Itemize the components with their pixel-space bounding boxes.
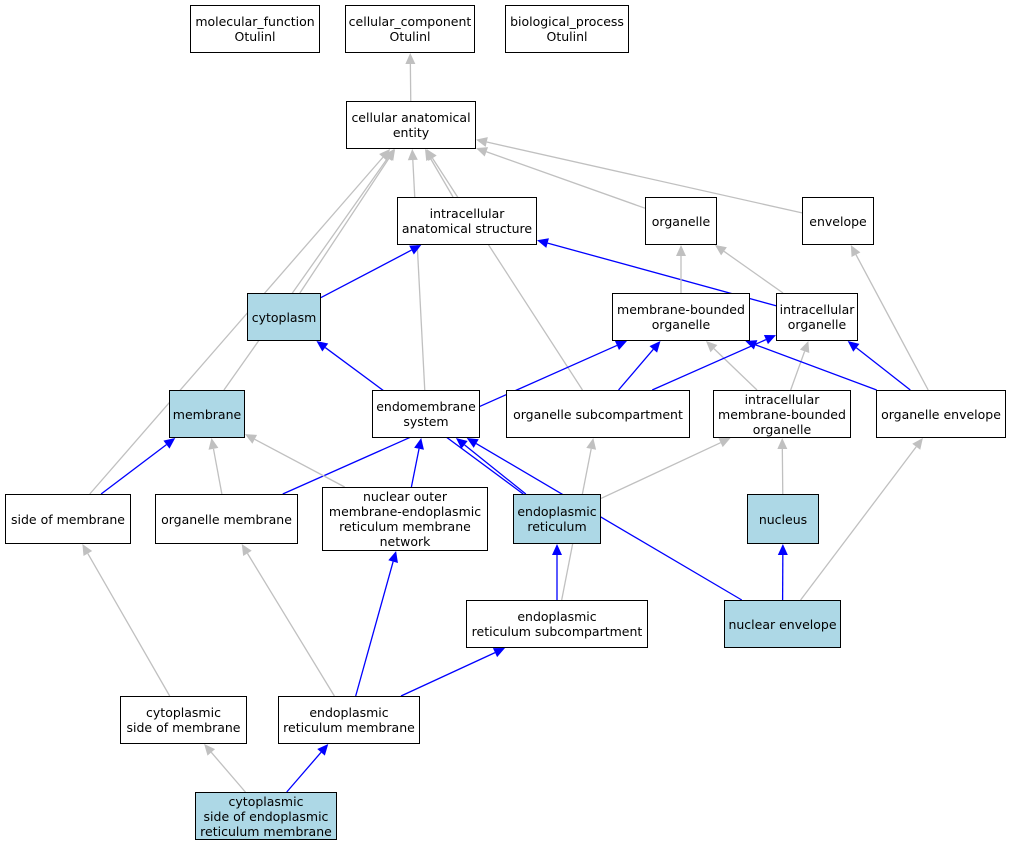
edge-osc-to-mbo <box>618 348 654 391</box>
node-nuclear-envelope[interactable]: nuclear envelope <box>724 600 841 648</box>
arrowhead-io-to-ias <box>537 238 549 248</box>
node-cellular-component[interactable]: cellular_component Otulinl <box>345 5 475 53</box>
edge-som-to-mem <box>100 444 167 495</box>
arrowhead-osc-to-io <box>763 335 776 345</box>
node-molecular-function[interactable]: molecular_function Otulinl <box>190 5 320 53</box>
arrowhead-om-to-mbo <box>614 340 627 351</box>
edge-cyt-to-cae <box>299 157 390 294</box>
edge-nom-to-mem <box>254 438 345 488</box>
arrowhead-som-to-cae <box>379 149 391 161</box>
arrowhead-csm-to-som <box>82 544 93 557</box>
edge-osc-to-io <box>651 339 767 391</box>
node-organelle-envelope[interactable]: organelle envelope <box>876 390 1006 438</box>
node-er-subcompartment[interactable]: endoplasmic reticulum subcompartment <box>466 600 648 648</box>
node-er-membrane[interactable]: endoplasmic reticulum membrane <box>278 696 420 744</box>
arrowhead-oe-to-io <box>847 341 860 352</box>
arrowhead-osc-to-cae <box>426 149 437 161</box>
edge-ems-to-cae <box>412 159 426 391</box>
arrowhead-cserm-to-csm <box>204 744 216 756</box>
arrowhead-imbo-to-mbo <box>705 341 718 353</box>
edge-cyt-to-ias <box>320 249 412 299</box>
arrowhead-oe-to-mbo <box>745 340 758 350</box>
arrowhead-erm-to-ersc <box>492 648 505 658</box>
node-intracellular-anatomical-structure[interactable]: intracellular anatomical structure <box>397 197 537 245</box>
arrowhead-som-to-mem <box>163 438 176 449</box>
arrowhead-imbo-to-io <box>799 341 810 354</box>
edge-ne-to-ems <box>475 443 743 601</box>
node-biological-process[interactable]: biological_process Otulinl <box>505 5 629 53</box>
arrowhead-env-to-cae <box>476 137 488 147</box>
edge-ne-to-oe <box>800 446 917 601</box>
edge-imbo-to-mbo <box>713 348 758 391</box>
arrowhead-er-to-ems <box>455 438 468 449</box>
node-endoplasmic-reticulum[interactable]: endoplasmic reticulum <box>513 494 601 544</box>
arrowhead-nom-to-ems <box>414 438 424 450</box>
edge-nom-to-ems <box>410 448 420 488</box>
arrowhead-er-to-imbo <box>718 438 731 448</box>
node-cytoplasmic-side-of-er-membrane[interactable]: cytoplasmic side of endoplasmic reticulu… <box>195 792 337 840</box>
arrowhead-ems-to-cae <box>407 149 418 161</box>
arrowhead-nom-to-mem <box>245 434 258 444</box>
arrowhead-nuc-to-imbo <box>777 438 788 450</box>
node-cytoplasmic-side-of-membrane[interactable]: cytoplasmic side of membrane <box>120 696 247 744</box>
arrowhead-om-to-mem <box>208 438 219 450</box>
arrowhead-er-to-cyt <box>316 341 329 352</box>
arrowhead-ersc-to-er <box>552 544 562 555</box>
arrowhead-ne-to-ems <box>466 438 479 448</box>
node-organelle-subcompartment[interactable]: organelle subcompartment <box>506 390 690 438</box>
arrowhead-mem-to-cae <box>383 149 395 161</box>
edge-erm-to-om <box>246 553 335 697</box>
edge-csm-to-som <box>87 553 171 697</box>
edge-ias-to-cae <box>429 158 454 198</box>
arrowhead-io-to-org <box>715 245 727 256</box>
arrowhead-cae-to-cc <box>405 53 416 65</box>
edge-er-to-ems <box>464 444 527 495</box>
node-organelle-membrane[interactable]: organelle membrane <box>155 494 298 544</box>
edge-som-to-cae <box>89 156 384 495</box>
edge-io-to-org <box>723 250 784 294</box>
edge-imbo-to-io <box>790 351 806 391</box>
node-cellular-anatomical-entity[interactable]: cellular anatomical entity <box>346 101 476 149</box>
edge-oe-to-mbo <box>755 344 877 391</box>
node-membrane-bounded-organelle[interactable]: membrane-bounded organelle <box>612 293 750 341</box>
arrowhead-cserm-to-erm <box>317 744 329 756</box>
arrowhead-org-to-cae <box>476 147 489 157</box>
edge-oe-to-env <box>855 254 929 391</box>
node-membrane[interactable]: membrane <box>169 390 245 438</box>
edge-cserm-to-erm <box>286 751 322 793</box>
arrowhead-erm-to-om <box>241 544 252 556</box>
edge-om-to-mem <box>212 448 223 495</box>
arrowhead-erm-to-nom <box>388 551 398 563</box>
node-organelle[interactable]: organelle <box>645 197 717 245</box>
arrowhead-osc-to-mbo <box>649 341 661 353</box>
edge-er-to-imbo <box>600 442 721 500</box>
arrowhead-cyt-to-ias <box>409 245 422 255</box>
arrowhead-mbo-to-org <box>676 245 686 256</box>
node-intracellular-organelle[interactable]: intracellular organelle <box>776 293 858 341</box>
edge-erm-to-nom <box>355 561 394 697</box>
edge-cserm-to-csm <box>210 751 246 793</box>
node-nuclear-outer-membrane-er-network[interactable]: nuclear outer membrane-endoplasmic retic… <box>322 487 488 551</box>
arrowhead-oe-to-env <box>850 245 861 258</box>
arrowhead-ersc-to-osc <box>586 438 597 450</box>
arrowhead-ne-to-nuc <box>777 544 788 556</box>
node-envelope[interactable]: envelope <box>802 197 874 245</box>
node-intracellular-membrane-bounded-organelle[interactable]: intracellular membrane-bounded organelle <box>713 390 851 438</box>
node-nucleus[interactable]: nucleus <box>747 494 819 544</box>
node-endomembrane-system[interactable]: endomembrane system <box>372 390 480 438</box>
node-side-of-membrane[interactable]: side of membrane <box>5 494 131 544</box>
edge-env-to-cae <box>486 141 803 214</box>
edge-org-to-cae <box>486 151 646 209</box>
edge-erm-to-ersc <box>400 652 496 697</box>
node-cytoplasm[interactable]: cytoplasm <box>247 293 321 341</box>
edge-oe-to-io <box>855 347 911 391</box>
arrowhead-ne-to-oe <box>912 438 923 450</box>
edge-osc-to-cae <box>431 157 584 391</box>
edge-mem-to-cae <box>223 157 389 391</box>
